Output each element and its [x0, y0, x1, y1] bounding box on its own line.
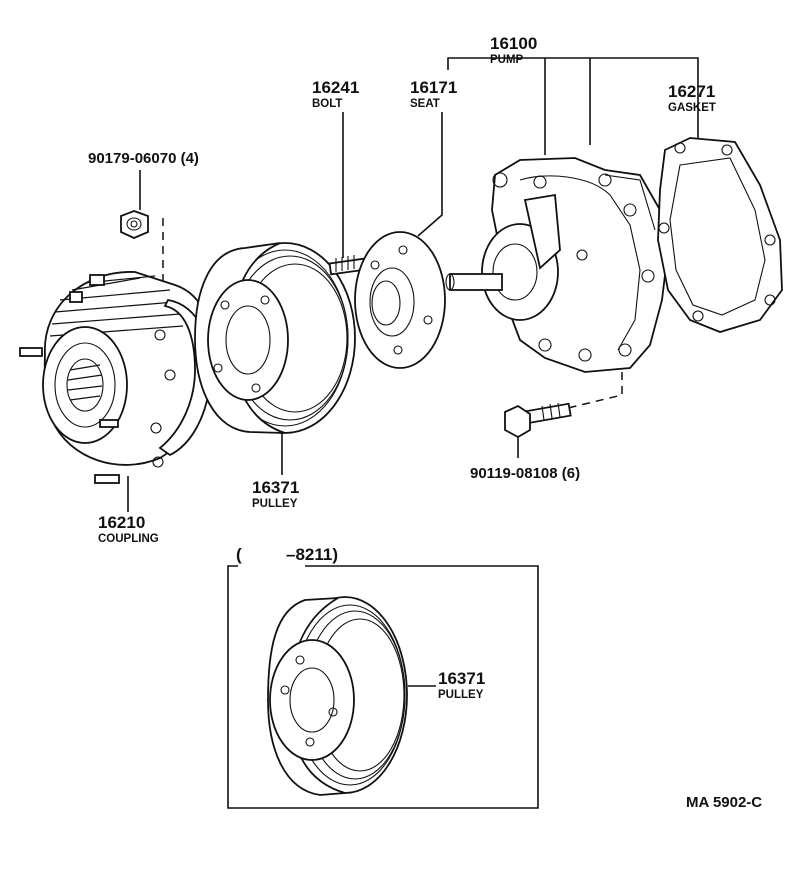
pulley-early-model	[267, 596, 408, 796]
inset-box	[227, 565, 539, 809]
water-pump-body	[445, 157, 669, 373]
label-gasket-name: GASKET	[668, 102, 716, 114]
label-nut-number: 90179-06070 (4)	[88, 150, 199, 167]
inset-range-end: –8211)	[286, 545, 338, 564]
gasket	[657, 137, 783, 333]
label-pulley-number: 16371	[252, 478, 299, 497]
flange-bolt	[504, 402, 572, 439]
alignment-dashes	[162, 218, 623, 409]
label-inset-pulley-name: PULLEY	[438, 689, 484, 701]
inset-range-open: (	[236, 545, 242, 564]
label-coupling-number: 16210	[98, 513, 145, 532]
label-inset-pulley-number: 16371	[438, 669, 485, 688]
label-seat-name: SEAT	[410, 98, 440, 110]
label-pulley-name: PULLEY	[252, 498, 298, 510]
seat-flange	[354, 231, 446, 369]
label-coupling-name: COUPLING	[98, 533, 159, 545]
label-seat-number: 16171	[410, 78, 457, 97]
label-pump-number: 16100	[490, 34, 537, 53]
leader-lines	[127, 57, 699, 687]
label-bolt-number: 16241	[312, 78, 359, 97]
flange-nut	[120, 210, 149, 239]
fluid-coupling	[19, 271, 214, 484]
label-pump-name: PUMP	[490, 54, 524, 66]
figure-code: MA 5902-C	[686, 794, 762, 811]
label-bolt-name: BOLT	[312, 98, 342, 110]
label-pump-bolt-number: 90119-08108 (6)	[470, 465, 580, 482]
pulley-main	[194, 242, 356, 434]
label-gasket-number: 16271	[668, 82, 715, 101]
